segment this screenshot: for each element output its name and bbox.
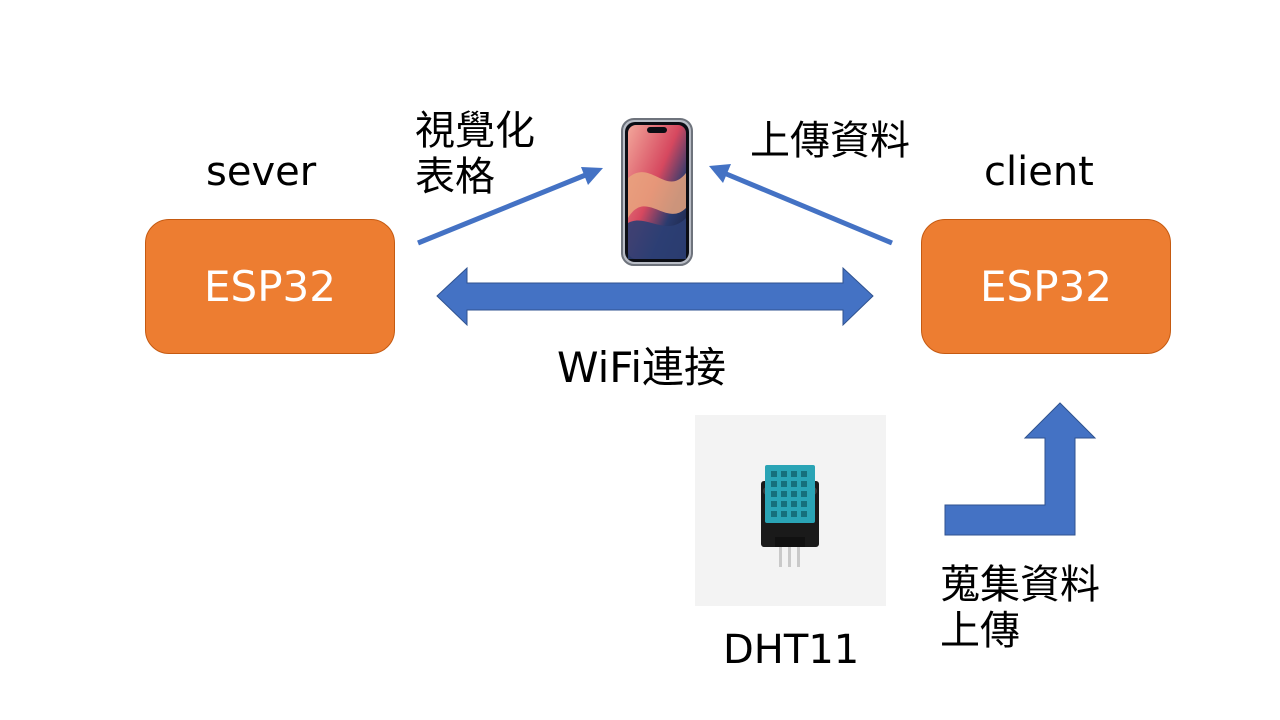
server-title: sever (206, 149, 317, 195)
server-esp32-box: ESP32 (145, 219, 395, 354)
visualize-label-line: 表格 (415, 154, 495, 200)
client-esp32-label: ESP32 (980, 262, 1112, 311)
client-esp32-box: ESP32 (921, 219, 1171, 354)
wifi-double-arrow (436, 266, 874, 327)
collect-label-line: 蒐集資料 (940, 562, 1100, 608)
client-title: client (984, 149, 1094, 195)
visualize-label: 視覺化 表格 (415, 108, 535, 200)
sensor-label: DHT11 (723, 627, 860, 673)
visualize-label-line: 視覺化 (415, 108, 535, 154)
bent-up-arrow (944, 402, 1097, 536)
sensor-image (695, 415, 886, 606)
server-esp32-label: ESP32 (204, 262, 336, 311)
smartphone-icon (621, 118, 693, 266)
dht11-sensor-icon (761, 465, 819, 567)
upload-label: 上傳資料 (750, 118, 910, 164)
collect-label-line: 上傳 (940, 608, 1020, 654)
arrow-client-to-phone (709, 164, 893, 246)
wifi-label: WiFi連接 (557, 343, 727, 392)
collect-label: 蒐集資料 上傳 (940, 562, 1100, 654)
arrow-server-to-phone (417, 167, 603, 246)
